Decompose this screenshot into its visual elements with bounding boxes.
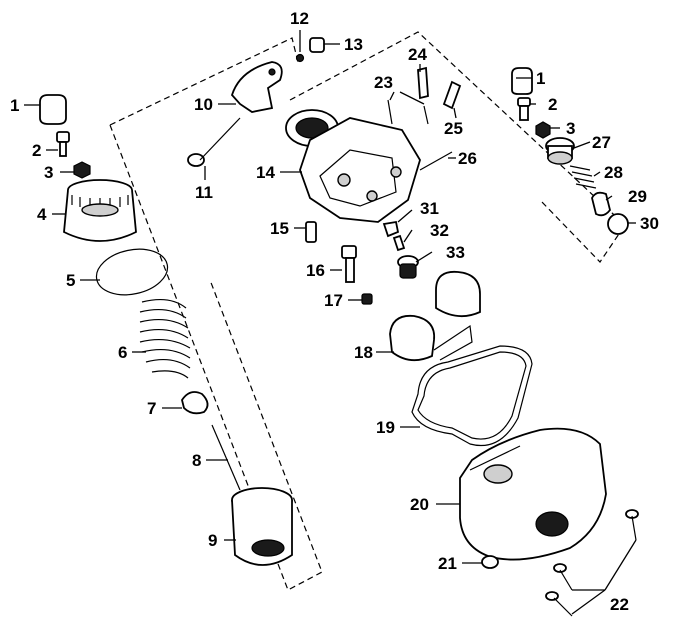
- callout-1-right: 1: [536, 69, 545, 88]
- callout-13: 13: [344, 35, 363, 54]
- part-9-throttle-valve: [231, 487, 293, 566]
- part-21-plug: [481, 555, 499, 569]
- callout-14: 14: [256, 163, 275, 182]
- callout-8: 8: [192, 451, 201, 470]
- leader-lines: [24, 30, 637, 615]
- part-5-o-ring: [95, 248, 169, 296]
- part-2-adjusting-screw-left: [56, 131, 70, 157]
- part-13-cap-nut: [309, 37, 325, 53]
- callout-31: 31: [420, 199, 439, 218]
- callout-26: 26: [458, 149, 477, 168]
- callout-12: 12: [290, 9, 309, 28]
- callout-17: 17: [324, 291, 343, 310]
- part-25-pin: [442, 80, 462, 110]
- callout-16: 16: [306, 261, 325, 280]
- callout-labels: 1 2 3 4 5 6 7 8 9 10 11 12 13 14 15 16 1…: [10, 9, 659, 614]
- callout-6: 6: [118, 343, 127, 362]
- callout-28: 28: [604, 163, 623, 182]
- callout-7: 7: [147, 399, 156, 418]
- part-33-drain-screw: [397, 255, 419, 279]
- callout-24: 24: [408, 45, 427, 64]
- part-27-fitting: [545, 137, 575, 165]
- callout-18: 18: [354, 343, 373, 362]
- part-3-nut-left: [73, 161, 91, 179]
- callout-9: 9: [208, 531, 217, 550]
- part-14-carburetor-body: [285, 109, 421, 223]
- part-30-cap: [607, 213, 629, 235]
- part-17-main-jet: [361, 293, 373, 305]
- part-11-screw: [187, 117, 241, 167]
- part-26-rod: [419, 151, 453, 171]
- part-6-throttle-spring: [139, 298, 191, 379]
- callout-22: 22: [610, 595, 629, 614]
- part-18-float: [389, 270, 481, 362]
- part-8-jet-needle: [211, 424, 241, 491]
- part-2-adjusting-screw-right: [517, 97, 531, 121]
- callout-10: 10: [194, 95, 213, 114]
- part-32-float-needle: [392, 234, 406, 252]
- callout-30: 30: [640, 214, 659, 233]
- callout-20: 20: [410, 495, 429, 514]
- callout-15: 15: [270, 219, 289, 238]
- part-1-cap-left: [39, 94, 67, 125]
- callout-33: 33: [446, 243, 465, 262]
- callout-19: 19: [376, 418, 395, 437]
- part-22-screws: [545, 509, 639, 617]
- part-15-pilot-jet: [305, 221, 317, 243]
- part-20-float-bowl: [459, 427, 607, 561]
- part-1-cap-right: [511, 67, 533, 95]
- callout-3-right: 3: [566, 119, 575, 138]
- part-24-pin: [417, 66, 429, 100]
- callout-29: 29: [628, 187, 647, 206]
- part-29-plunger: [591, 191, 611, 217]
- callout-4: 4: [37, 205, 47, 224]
- part-31-valve-seat: [382, 220, 400, 238]
- part-4-mixing-chamber-cap: [63, 179, 137, 242]
- callout-2-right: 2: [548, 95, 557, 114]
- part-23-screws-pair: [387, 99, 429, 125]
- part-19-gasket: [411, 345, 533, 447]
- callout-2-left: 2: [32, 141, 41, 160]
- callout-11: 11: [195, 183, 213, 202]
- callout-32: 32: [430, 221, 449, 240]
- callout-1-left: 1: [10, 96, 19, 115]
- part-28-spring: [569, 165, 597, 189]
- dashed-group-right: [289, 31, 626, 263]
- part-10-bracket: [230, 61, 283, 113]
- callout-3-left: 3: [44, 163, 53, 182]
- part-7-needle-clip: [181, 391, 209, 415]
- dashed-group-left: [109, 37, 323, 591]
- part-12-washer: [295, 53, 305, 63]
- callout-21: 21: [438, 554, 457, 573]
- callout-25: 25: [444, 119, 463, 138]
- callout-23: 23: [374, 73, 393, 92]
- part-16-needle-jet: [341, 245, 357, 283]
- callout-5: 5: [66, 271, 75, 290]
- callout-27: 27: [592, 133, 611, 152]
- part-3-nut-right: [535, 121, 551, 139]
